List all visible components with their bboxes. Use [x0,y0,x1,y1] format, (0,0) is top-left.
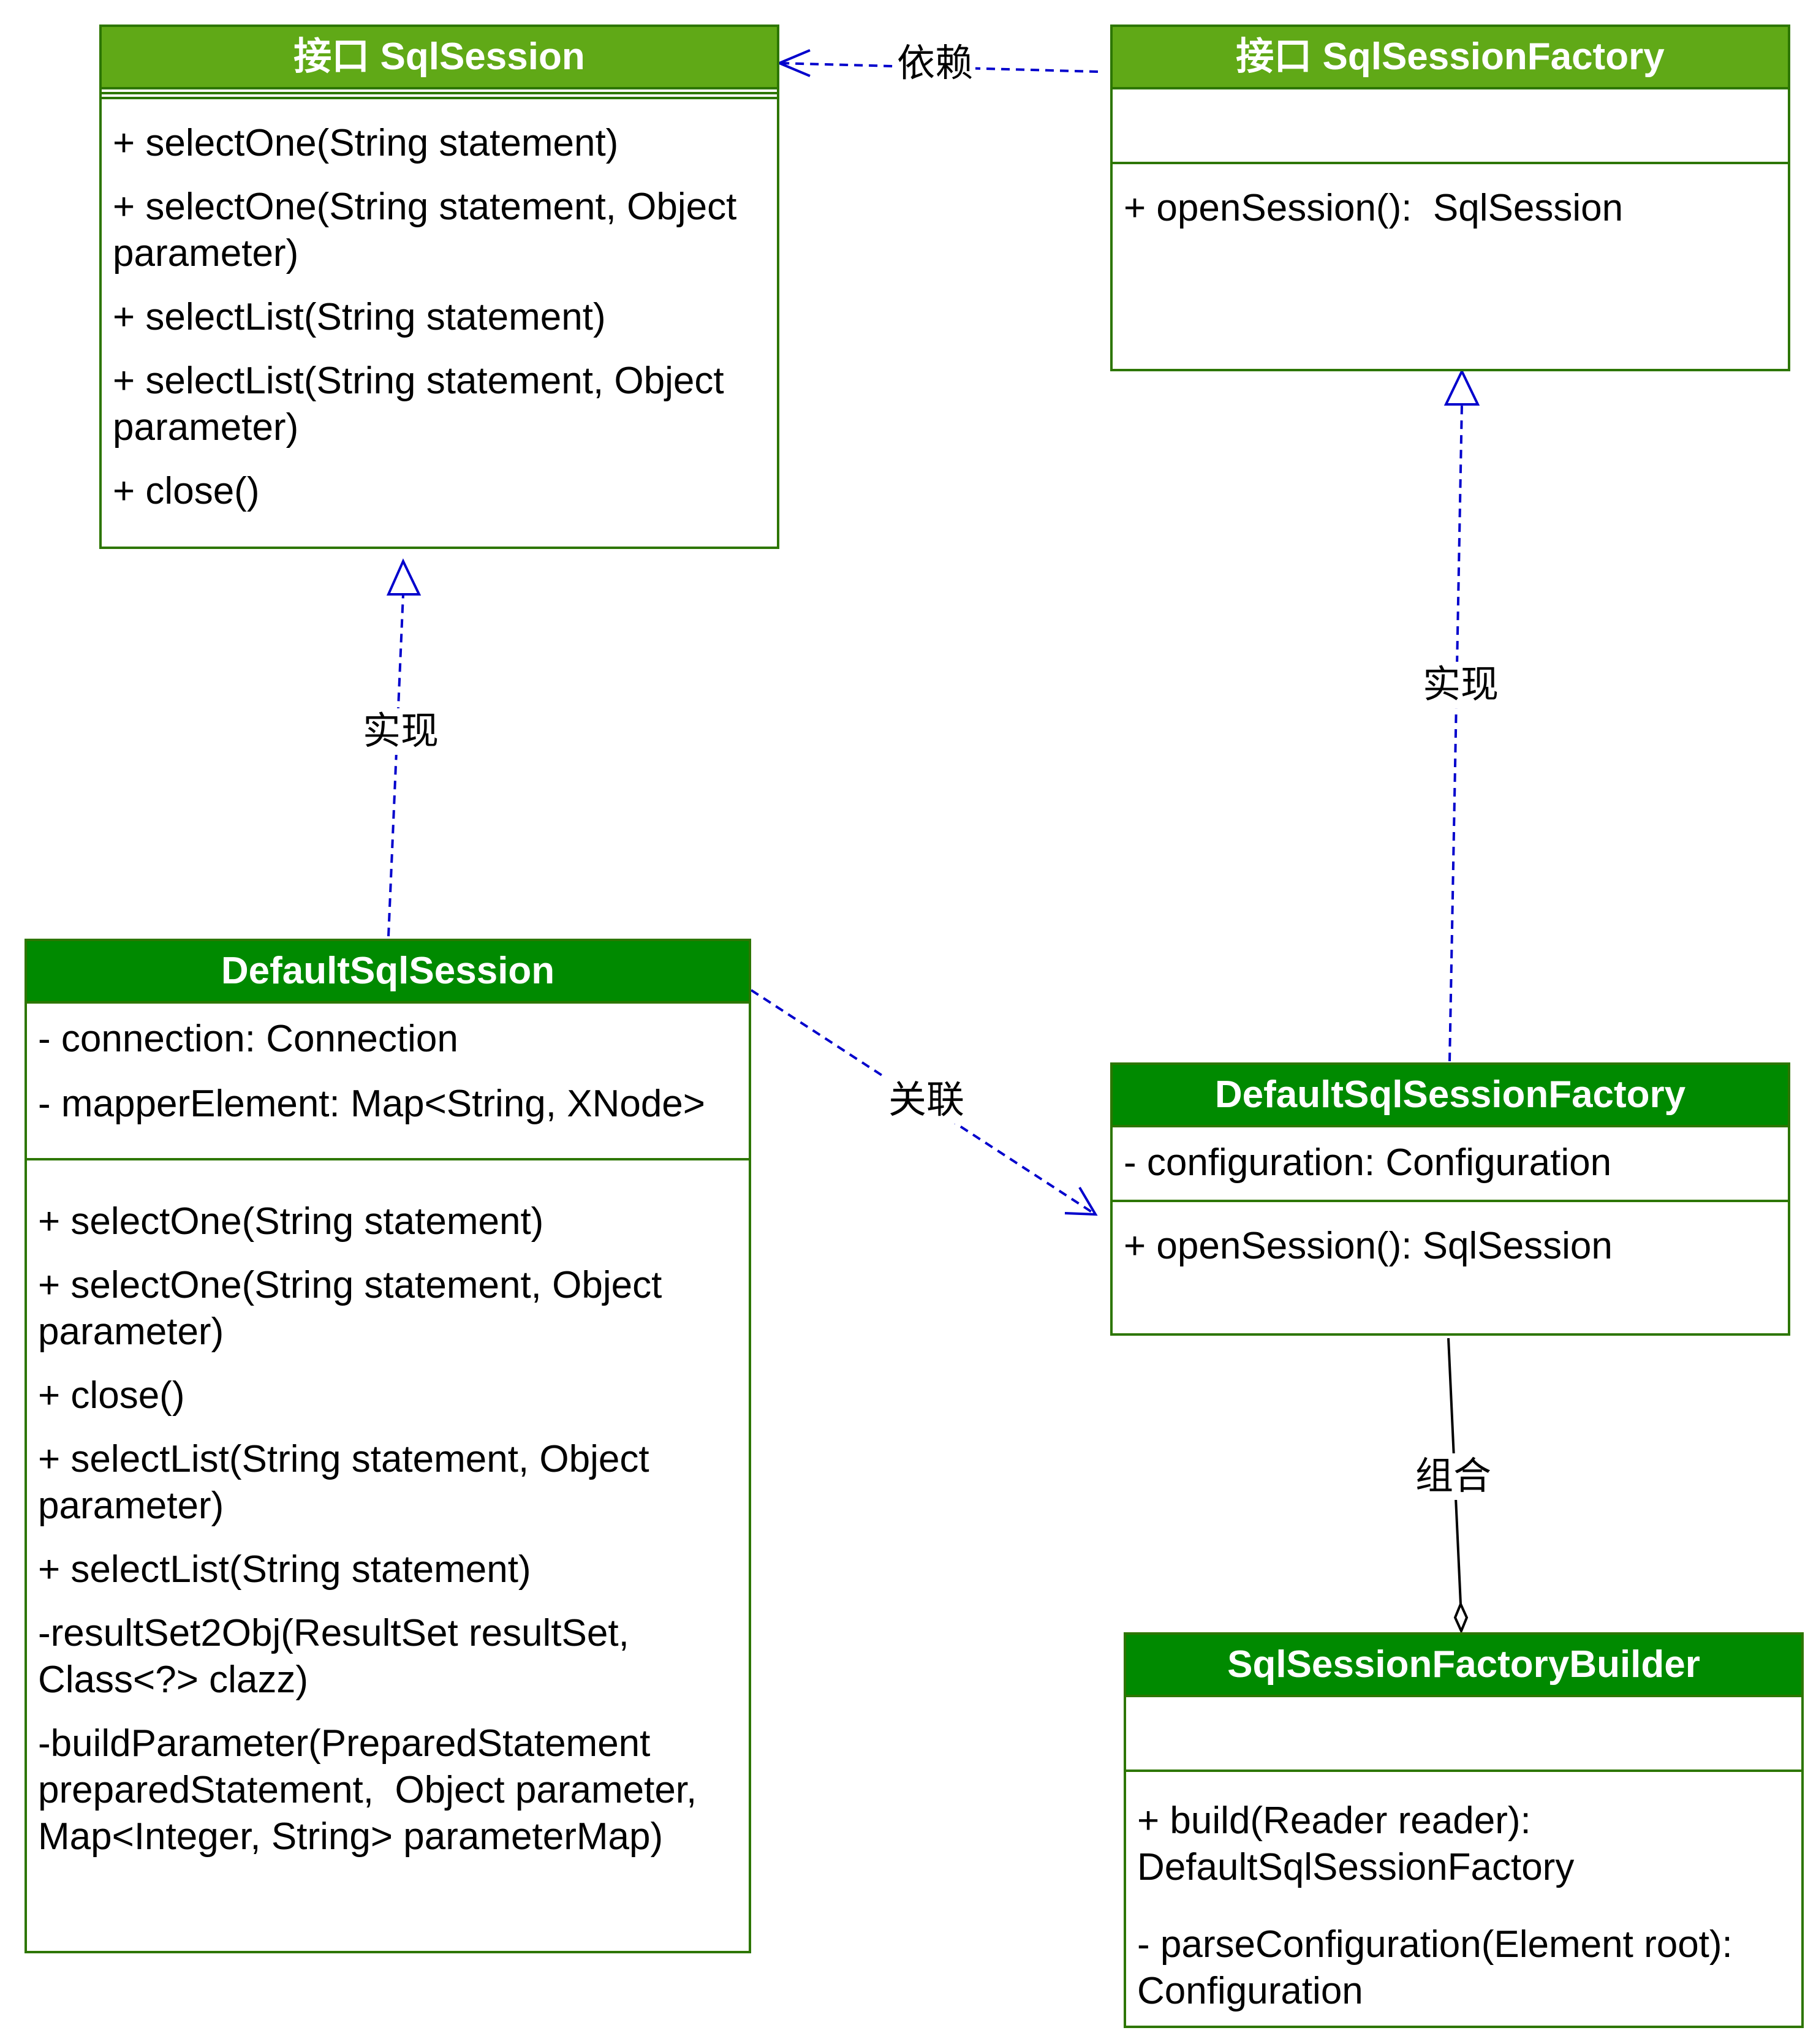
class-sqlsessionfactorybuilder: SqlSessionFactoryBuilder + build(Reader … [1124,1632,1804,2028]
class-title: 接口 SqlSessionFactory [1113,27,1788,89]
method-item: + selectOne(String statement) [38,1200,544,1243]
method-item: + selectOne(String statement, Object par… [113,186,747,274]
dependency-line [779,62,1099,73]
attribute-item: - connection: Connection [38,1018,458,1060]
methods-section: + openSession(): SqlSession [1113,1202,1788,1270]
attribute-item: - mapperElement: Map<String, XNode> [38,1083,705,1125]
methods-section: + build(Reader reader): DefaultSqlSessio… [1126,1772,1801,2015]
realize-arrowhead-factory [1443,368,1480,406]
class-sqlsession: 接口 SqlSession + selectOne(String stateme… [99,25,779,549]
method-item: + selectOne(String statement, Object par… [38,1264,673,1353]
method-item: + close() [113,470,260,512]
methods-section: + selectOne(String statement) + selectOn… [27,1160,749,1860]
methods-section: + selectOne(String statement) + selectOn… [102,99,777,515]
class-defaultsqlsession: DefaultSqlSession - connection: Connecti… [25,939,751,1953]
composition-label: 组合 [1413,1453,1494,1500]
class-defaultsqlsessionfactory: DefaultSqlSessionFactory - configuration… [1110,1062,1790,1336]
attribute-item: - configuration: Configuration [1124,1141,1612,1184]
method-item: + selectList(String statement) [38,1548,531,1591]
association-label: 关联 [886,1077,967,1124]
attributes-section [1113,89,1788,164]
method-item: + selectList(String statement) [113,296,606,338]
realize-label-factory: 实现 [1420,662,1502,708]
attributes-section [102,89,777,99]
method-item: -buildParameter(PreparedStatement prepar… [38,1722,708,1858]
method-item: + selectList(String statement, Object pa… [38,1438,660,1527]
method-item: - parseConfiguration(Element root): Conf… [1137,1923,1744,2012]
association-line [750,989,1097,1216]
class-sqlsessionfactory: 接口 SqlSessionFactory + openSession(): Sq… [1110,25,1790,371]
association-arrowhead [1064,1186,1098,1216]
class-title: SqlSessionFactoryBuilder [1126,1635,1801,1697]
methods-section: + openSession(): SqlSession [1113,164,1788,232]
attributes-section: - configuration: Configuration [1113,1127,1788,1202]
attributes-section: - connection: Connection - mapperElement… [27,1004,749,1160]
method-item: + openSession(): SqlSession [1124,187,1624,229]
method-item: + selectOne(String statement) [113,122,619,164]
realize-arrowhead-sqlsession [386,558,422,596]
method-item: + build(Reader reader): DefaultSqlSessio… [1137,1800,1575,1888]
composition-diamond [1453,1600,1469,1635]
method-item: -resultSet2Obj(ResultSet resultSet, Clas… [38,1612,640,1701]
dependency-label: 依赖 [895,40,976,87]
method-item: + close() [38,1374,185,1417]
class-title: DefaultSqlSessionFactory [1113,1065,1788,1127]
class-title: 接口 SqlSession [102,27,777,89]
realize-label-sqlsession: 实现 [360,708,442,755]
class-title: DefaultSqlSession [27,941,749,1004]
realize-line-sqlsession [387,594,404,937]
method-item: + selectList(String statement, Object pa… [113,360,735,449]
method-item: + openSession(): SqlSession [1124,1225,1613,1267]
attributes-section [1126,1697,1801,1772]
dependency-arrowhead [776,49,811,77]
realize-line-factory [1448,404,1463,1062]
